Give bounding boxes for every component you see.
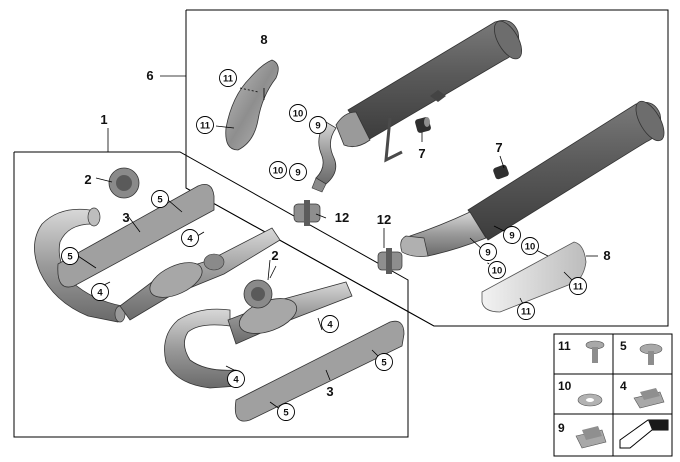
catalyst-left bbox=[119, 227, 281, 321]
circled-callouts bbox=[61, 69, 587, 421]
callout-part-10c: 10 bbox=[525, 242, 536, 253]
callout-part-4a: 4 bbox=[187, 234, 193, 245]
legend-screw-11-icon bbox=[585, 340, 605, 363]
callout-part-8a: 8 bbox=[260, 32, 267, 47]
callout-part-10b: 10 bbox=[273, 166, 284, 177]
legend-label-4: 4 bbox=[620, 379, 627, 393]
callout-part-12a: 12 bbox=[335, 210, 349, 225]
lower-right-cover bbox=[481, 241, 587, 313]
callout-part-9a: 9 bbox=[315, 121, 320, 132]
callout-part-3a: 3 bbox=[122, 210, 129, 225]
legend-label-5: 5 bbox=[620, 339, 627, 353]
legend-label-11: 11 bbox=[558, 339, 571, 353]
upper-link-pipe bbox=[311, 121, 337, 193]
callout-part-8b: 8 bbox=[603, 248, 610, 263]
clamp-12-left bbox=[293, 200, 321, 226]
rubber-damper-upper bbox=[415, 117, 431, 133]
lower-right-link-pipe bbox=[400, 211, 487, 257]
callout-part-5d: 5 bbox=[283, 408, 289, 419]
callout-part-7a: 7 bbox=[418, 146, 425, 161]
heat-shield-3-right bbox=[234, 320, 405, 422]
callout-part-11c: 11 bbox=[573, 282, 584, 293]
callout-part-11a: 11 bbox=[223, 74, 234, 85]
group-1-frame bbox=[13, 151, 409, 438]
callout-part-1: 1 bbox=[100, 112, 107, 127]
callout-part-12b: 12 bbox=[377, 212, 391, 227]
leader-lines bbox=[77, 75, 598, 413]
divider-line bbox=[185, 187, 435, 327]
callout-part-4c: 4 bbox=[327, 320, 333, 331]
legend-clip-nut-4-icon bbox=[633, 388, 665, 409]
upper-heat-shield bbox=[225, 59, 279, 151]
gear-nut-right bbox=[243, 279, 273, 309]
legend-screw-5-icon bbox=[639, 343, 663, 365]
callout-part-5a: 5 bbox=[157, 195, 163, 206]
callout-part-9d: 9 bbox=[485, 248, 490, 259]
callout-part-3b: 3 bbox=[326, 384, 333, 399]
callout-part-10a: 10 bbox=[293, 109, 304, 120]
callout-part-9c: 9 bbox=[509, 231, 514, 242]
group-6-frame bbox=[185, 9, 669, 327]
callout-part-5c: 5 bbox=[381, 358, 387, 369]
upper-muffler bbox=[335, 19, 523, 163]
legend-clip-nut-9-icon bbox=[575, 426, 607, 449]
legend-arrow-icon bbox=[619, 419, 669, 449]
legend-label-9: 9 bbox=[558, 421, 565, 435]
header-pipe-left bbox=[34, 207, 126, 323]
header-pipe-right bbox=[164, 308, 239, 389]
callout-part-5b: 5 bbox=[67, 252, 73, 263]
callout-part-6: 6 bbox=[146, 68, 153, 83]
callout-part-9b: 9 bbox=[295, 168, 300, 179]
callout-part-2b: 2 bbox=[271, 248, 278, 263]
legend-grid bbox=[553, 333, 673, 457]
callout-part-4d: 4 bbox=[233, 375, 239, 386]
legend-label-10: 10 bbox=[558, 379, 572, 393]
callout-part-10d: 10 bbox=[492, 266, 503, 277]
gear-nut-left bbox=[108, 167, 140, 199]
callout-part-4b: 4 bbox=[97, 288, 103, 299]
clamp-12-right bbox=[377, 248, 403, 274]
callout-part-2a: 2 bbox=[84, 172, 91, 187]
callout-part-11b: 11 bbox=[200, 121, 211, 132]
lower-right-muffler bbox=[467, 100, 665, 241]
rubber-damper-lower bbox=[493, 164, 509, 180]
legend-washer-10-icon bbox=[577, 393, 603, 407]
callout-part-11d: 11 bbox=[521, 307, 532, 318]
callout-part-7b: 7 bbox=[495, 140, 502, 155]
heat-shield-3-left bbox=[57, 183, 215, 288]
